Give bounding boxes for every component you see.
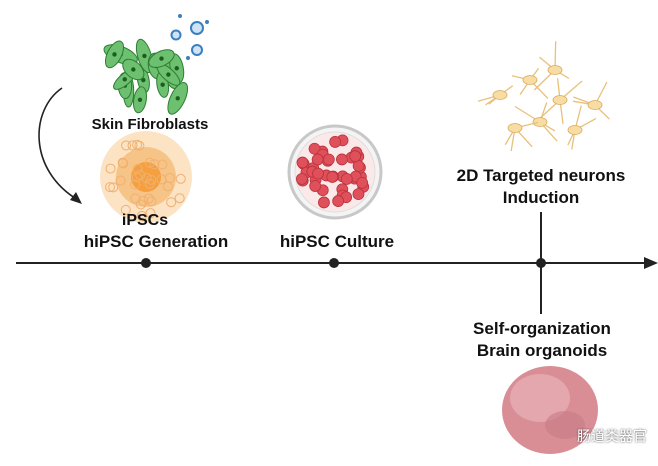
ipsc-cell	[108, 182, 119, 193]
culture-cell	[308, 142, 321, 155]
skin-fibroblasts-label: Skin Fibroblasts	[91, 116, 209, 133]
neuron-cell	[533, 41, 570, 91]
ipsc-cell	[118, 158, 129, 169]
culture-cell	[336, 153, 348, 166]
ipsc-cell	[136, 210, 147, 221]
timeline-dot-generation	[141, 258, 151, 268]
virus-icon	[170, 14, 209, 60]
organoids-label-line1: Self-organization	[473, 319, 611, 338]
culture-cell	[326, 171, 339, 183]
skin-fibroblasts-cells	[103, 38, 189, 115]
ipsc-cell	[166, 197, 177, 208]
hipsc-generation-label: hiPSC Generation	[83, 232, 229, 251]
culture-cell	[312, 167, 324, 180]
culture-cell	[340, 173, 353, 185]
culture-cell	[295, 173, 308, 185]
culture-cell	[311, 153, 324, 166]
neuron-cell	[504, 121, 539, 152]
organoids-label-line2: Brain organoids	[476, 341, 608, 360]
fibroblast-cell	[132, 86, 148, 114]
ipsc-cell	[121, 140, 132, 151]
targeted-neurons-label-line2: Induction	[502, 188, 580, 207]
ipsc-cell	[146, 196, 157, 207]
ipsc-cell	[144, 178, 155, 189]
ipsc-cell	[175, 173, 186, 184]
culture-cell	[352, 188, 365, 201]
ipsc-cell	[117, 157, 128, 168]
culture-cell	[309, 180, 322, 192]
ipsc-cell	[134, 140, 145, 151]
timeline-dot-culture	[329, 258, 339, 268]
fibroblast-cell	[122, 58, 145, 81]
culture-cells	[295, 134, 370, 209]
ipsc-cell	[146, 174, 157, 185]
neuron-cell	[477, 85, 514, 106]
brain-organoid	[502, 366, 598, 454]
timeline-arrow-head	[644, 257, 658, 269]
ipsc-cell	[157, 159, 168, 170]
targeted-neurons-cells	[477, 41, 610, 152]
reprogramming-arrow-head	[70, 192, 82, 204]
ipsc-cell	[127, 140, 138, 151]
neuron-cell	[572, 81, 610, 120]
ipsc-cell	[105, 182, 116, 193]
culture-cell	[356, 176, 369, 189]
ipsc-cell	[156, 174, 167, 185]
targeted-neurons-label-line1: 2D Targeted neurons	[456, 166, 626, 185]
ipsc-cell	[145, 208, 156, 219]
ipsc-colony	[100, 131, 192, 223]
ipsc-cell	[143, 193, 154, 204]
culture-cell	[296, 156, 309, 169]
ipsc-cell	[144, 157, 155, 168]
fibroblast-cell	[167, 82, 189, 115]
ipsc-cell	[138, 195, 149, 206]
culture-cell	[329, 136, 342, 148]
neuron-cell	[567, 105, 597, 150]
ipsc-cell	[120, 204, 131, 215]
ipscs-label: iPSCs	[121, 212, 169, 229]
culture-cell	[332, 195, 345, 207]
ipsc-cell	[141, 173, 152, 184]
neuron-cell	[511, 67, 549, 99]
watermark: 肠道类器官	[577, 429, 647, 445]
fibroblast-cell	[104, 40, 125, 69]
ipsc-cell	[105, 163, 116, 174]
neuron-cell	[514, 102, 558, 142]
fibroblast-cell	[148, 49, 175, 68]
ipsc-cell	[135, 169, 146, 180]
culture-cell	[349, 150, 362, 163]
ipsc-cell	[132, 163, 143, 174]
hipsc-culture-label: hiPSC Culture	[279, 232, 395, 251]
ipsc-cells	[105, 139, 186, 221]
reprogramming-arrow	[38, 87, 79, 201]
ipsc-cell	[174, 193, 185, 204]
ipsc-cell	[149, 159, 160, 170]
ipsc-cell	[130, 179, 141, 190]
culture-cell	[322, 153, 335, 166]
culture-cell	[318, 196, 330, 209]
ipsc-cell	[115, 175, 126, 186]
ipsc-cell	[162, 181, 173, 192]
